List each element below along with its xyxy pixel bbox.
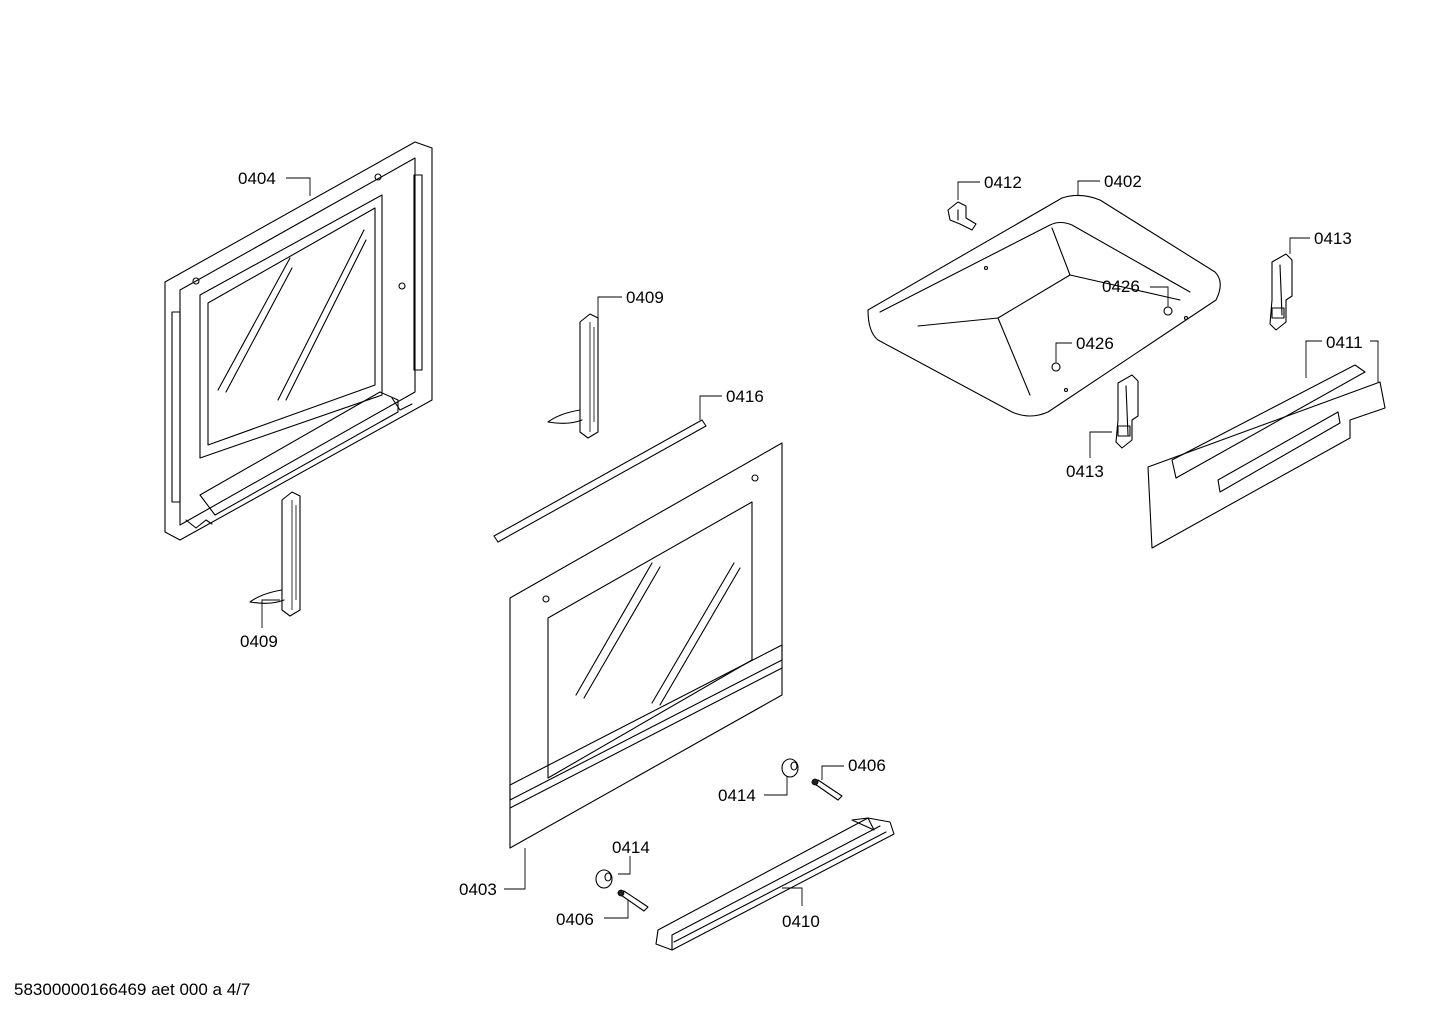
label-0403: 0403 [459,880,497,899]
label-0412: 0412 [984,173,1022,192]
part-0414-cap-right [781,758,799,778]
part-0412-bracket [947,201,977,231]
leader-0426-upper: 0426 [1102,277,1169,307]
leader-0416: 0416 [699,387,764,420]
label-0409-middle: 0409 [626,288,664,307]
part-0409-hinge-middle [547,313,599,439]
label-0416: 0416 [726,387,764,406]
leader-0409-middle: 0409 [597,288,664,318]
part-0416-seal-strip [493,419,707,543]
label-0426-upper: 0426 [1102,277,1140,296]
label-0410: 0410 [782,912,820,931]
label-0411: 0411 [1326,333,1363,352]
part-0402-tray [867,194,1221,417]
label-0404: 0404 [238,169,276,188]
label-0406-right: 0406 [848,756,886,775]
part-0404-inner-door-frame [164,141,433,541]
part-0413-runner-lower [1115,374,1139,449]
part-0414-cap-left [595,869,613,889]
leader-0411: 0411 [1305,333,1379,382]
label-0426-lower: 0426 [1076,334,1114,353]
leader-0402: 0402 [1077,172,1142,196]
part-0406-screw-left [617,889,649,912]
part-0409-hinge-left [249,491,301,617]
label-0406-left: 0406 [556,910,594,929]
leader-0403: 0403 [459,848,526,899]
leader-0410: 0410 [782,887,820,931]
leader-0409-left: 0409 [240,599,280,651]
label-0409-left: 0409 [240,632,278,651]
label-0402: 0402 [1104,172,1142,191]
leader-0412: 0412 [957,173,1022,200]
label-0413-lower: 0413 [1066,462,1104,481]
part-0410-door-handle [655,817,895,951]
part-0403-outer-door [509,442,783,849]
leader-0406-left: 0406 [556,900,629,929]
part-0406-screw-right [811,778,843,801]
leader-0404: 0404 [238,169,311,196]
label-0414-right: 0414 [718,786,756,805]
part-0413-runner-upper [1269,253,1293,331]
part-0411-drawer-front [1147,364,1386,549]
label-0413-upper: 0413 [1314,229,1352,248]
leader-0426-lower: 0426 [1055,334,1114,363]
leader-0413-lower: 0413 [1066,431,1112,481]
leader-0406-right: 0406 [821,756,886,780]
leader-0413-upper: 0413 [1289,229,1352,254]
leader-0414-right: 0414 [718,776,788,805]
leader-0414-left: 0414 [612,838,650,875]
label-0414-left: 0414 [612,838,650,857]
document-code: 58300000166469 aet 000 a 4/7 [14,980,251,999]
